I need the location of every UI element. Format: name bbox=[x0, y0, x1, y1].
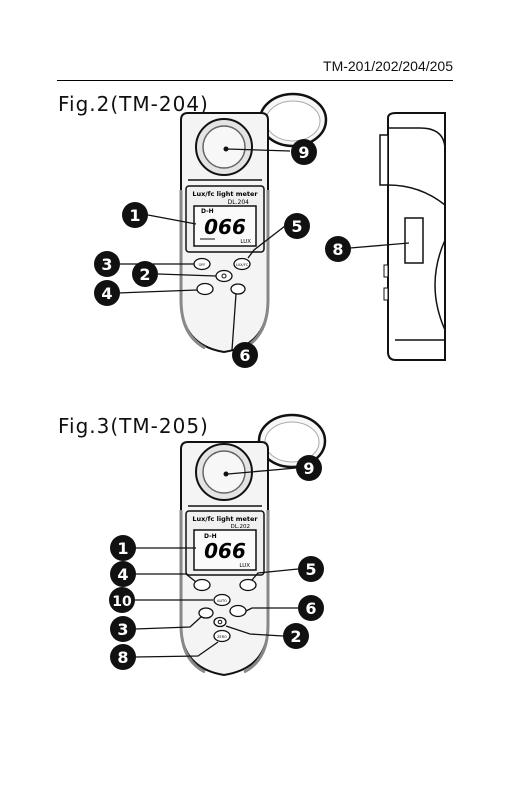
fig2-lcd-mode: D-H bbox=[201, 208, 214, 215]
fig3-callout-4-label: 4 bbox=[117, 565, 128, 584]
fig3-callout-9-label: 9 bbox=[303, 459, 314, 478]
fig2-lcd-reading: 066 bbox=[204, 215, 246, 239]
fig3-lcd-unit: LUX bbox=[239, 563, 250, 569]
fig2-sensor-cap bbox=[260, 94, 326, 146]
fig2-button-luxfc-text: LUX/FC bbox=[236, 263, 249, 267]
fig3-lcd-reading: 066 bbox=[204, 539, 246, 563]
fig3-button-2 bbox=[214, 618, 226, 627]
fig2-sensor bbox=[196, 119, 252, 175]
fig3-callout-10-label: 10 bbox=[112, 594, 132, 610]
fig3-callout-8-label: 8 bbox=[117, 648, 128, 667]
fig2-button-2 bbox=[216, 271, 232, 282]
fig3-button-5 bbox=[240, 580, 256, 591]
fig3-callout-6-label: 6 bbox=[305, 599, 316, 618]
fig2-side-view bbox=[380, 113, 445, 360]
fig2-callout-3-label: 3 bbox=[101, 255, 112, 274]
fig3-callout-3-label: 3 bbox=[117, 620, 128, 639]
fig2-callout-6-label: 6 bbox=[239, 346, 250, 365]
fig2-button-off-text: OFF bbox=[199, 263, 206, 267]
fig3-group: Lux/fc light meter DL.202 D-H 066 LUX AU… bbox=[109, 415, 325, 675]
fig2-callout-5-label: 5 bbox=[291, 217, 302, 236]
fig3-button-auto-text: AUTO bbox=[217, 599, 227, 603]
fig2-callout-4-label: 4 bbox=[101, 284, 112, 303]
fig2-button-4 bbox=[197, 284, 213, 295]
fig2-model: DL.204 bbox=[228, 199, 250, 206]
fig3-button-3 bbox=[199, 608, 213, 618]
fig2-callout-2-label: 2 bbox=[139, 265, 150, 284]
fig3-button-4 bbox=[194, 580, 210, 591]
fig2-callout-1-label: 1 bbox=[129, 206, 140, 225]
fig3-model: DL.202 bbox=[230, 524, 250, 530]
fig3-button-6 bbox=[230, 606, 246, 617]
fig3-callout-2-label: 2 bbox=[290, 627, 301, 646]
fig2-group: Lux/fc light meter DL.204 D-H 066 LUX LU… bbox=[94, 94, 445, 368]
fig2-device-label: Lux/fc light meter bbox=[192, 190, 258, 198]
fig3-callout-5-label: 5 bbox=[305, 560, 316, 579]
fig2-button-6 bbox=[231, 284, 245, 294]
fig2-callout-9-label: 9 bbox=[298, 143, 309, 162]
fig3-callout-1-label: 1 bbox=[117, 539, 128, 558]
fig2-callout-8-label: 8 bbox=[332, 240, 343, 259]
fig3-device-label: Lux/fc light meter bbox=[192, 515, 258, 523]
fig2-lcd-unit: LUX bbox=[240, 239, 251, 245]
fig3-button-zero-text: ZERO bbox=[217, 635, 227, 639]
